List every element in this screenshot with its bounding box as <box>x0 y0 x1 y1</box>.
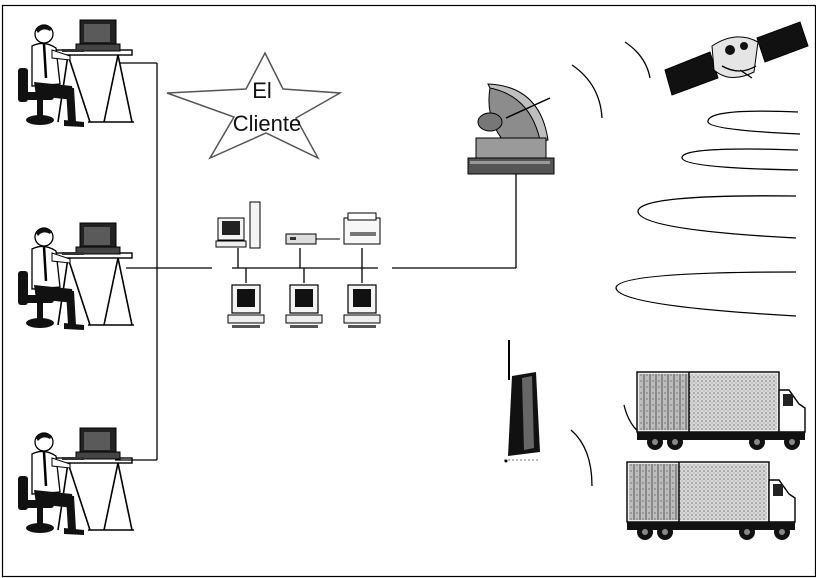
truck-icon <box>627 462 795 540</box>
truck-icon <box>637 372 805 450</box>
network-computer-icon <box>286 285 322 328</box>
star-label-line1: El <box>252 78 272 103</box>
printer-icon <box>344 213 380 244</box>
network-computer-icon <box>344 285 380 328</box>
star-label-line2: Cliente <box>233 111 301 136</box>
antenna-icon <box>504 340 540 463</box>
local-network <box>216 202 516 328</box>
satellite-icon <box>665 22 808 95</box>
operator-workstation-icon <box>18 223 134 330</box>
modem-icon <box>286 234 340 244</box>
operator-workstation-icon <box>18 428 134 535</box>
lan-bus-line <box>232 248 516 283</box>
satellite-dish-icon <box>468 84 554 174</box>
server-computer-icon <box>216 202 260 248</box>
network-computer-icon <box>228 285 264 328</box>
operator-workstation-icon <box>18 20 134 127</box>
client-star: El Cliente <box>167 53 340 158</box>
